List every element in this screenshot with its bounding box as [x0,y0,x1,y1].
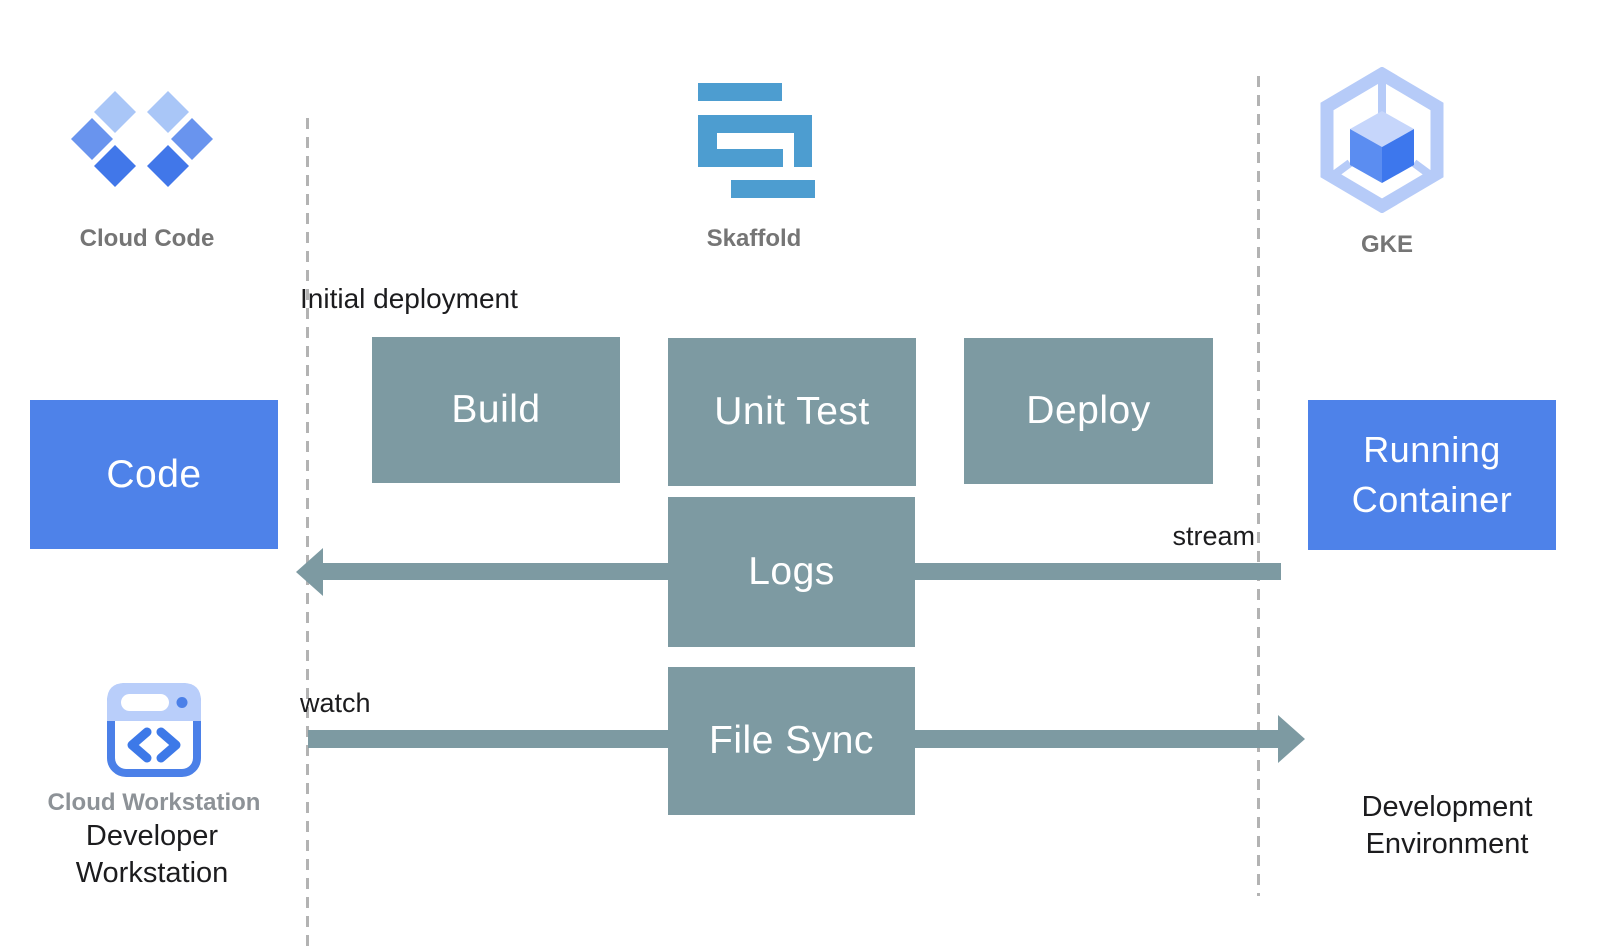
watch-label: watch [300,688,371,718]
logs-node: Logs [668,497,915,647]
build-node: Build [372,337,620,483]
skaffold-icon [698,83,815,198]
skaffold-label: Skaffold [706,225,802,252]
cloud-code-icon [71,91,213,187]
gke-label: GKE [1360,231,1413,258]
code-node: Code [30,400,278,549]
stream-arrow-head [296,548,323,596]
left-lane-separator [306,118,309,948]
unit-test-node: Unit Test [668,338,916,486]
developer-workstation-label: Developer Workstation [75,820,229,890]
deploy-node: Deploy [964,338,1213,484]
development-environment-label: Development Environment [1361,791,1533,861]
cloud-code-label: Cloud Code [79,225,215,252]
cloud-workstation-icon [107,683,201,777]
gke-icon [1320,67,1444,213]
running-container-node: Running Container [1308,400,1556,550]
file-sync-arrow-head [1278,715,1305,763]
right-lane-separator [1257,76,1260,896]
stream-label: stream [1172,521,1255,551]
initial-deployment-label: Initial deployment [300,283,518,314]
cloud-workstation-label: Cloud Workstation [47,789,261,816]
file-sync-node: File Sync [668,667,915,815]
